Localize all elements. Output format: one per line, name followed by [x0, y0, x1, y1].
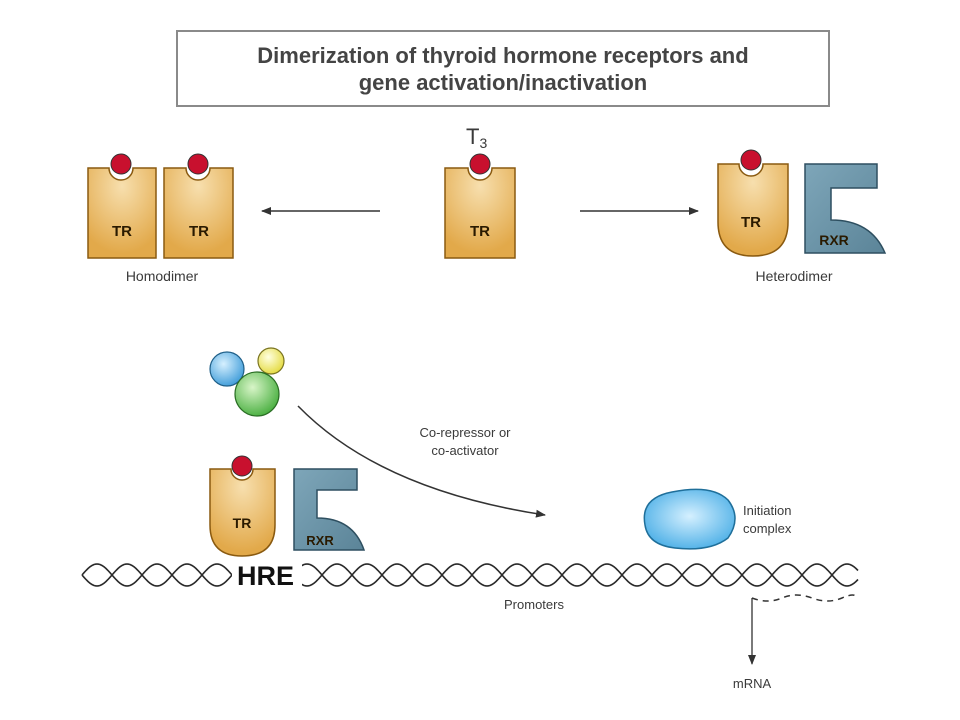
initiation-label-2: complex — [743, 521, 792, 536]
hormone-dot — [187, 153, 209, 175]
hormone-dot — [110, 153, 132, 175]
initiation-label-1: Initiation — [743, 503, 791, 518]
cofactor-cluster — [209, 347, 285, 417]
cofactor-arrow — [297, 405, 546, 518]
tr-label: TR — [741, 214, 761, 231]
center-tr: TR — [444, 153, 516, 259]
tr-label: TR — [112, 223, 132, 240]
dna-bound-rxr: RXR — [293, 468, 366, 551]
homodimer-tr-2: TR — [163, 153, 234, 259]
hormone-dot — [469, 153, 491, 175]
title-line-1: Dimerization of thyroid hormone receptor… — [257, 42, 749, 68]
tr-label: TR — [233, 515, 252, 531]
cofactor-blue — [209, 351, 245, 387]
tr-label: TR — [470, 223, 490, 240]
rxr-label: RXR — [306, 533, 334, 548]
homodimer-label: Homodimer — [126, 268, 199, 284]
t3-label: T3 — [466, 124, 487, 151]
transcript-line — [751, 594, 857, 602]
rxr-label: RXR — [819, 232, 849, 248]
homodimer-tr-1: TR — [87, 153, 157, 259]
hre-backdrop — [232, 560, 302, 588]
heterodimer-rxr: RXR — [804, 163, 887, 254]
initiation-complex — [643, 488, 736, 550]
tr-label: TR — [189, 223, 209, 240]
hormone-dot — [231, 455, 253, 477]
dna-helix — [81, 563, 859, 587]
title-line-2: gene activation/inactivation — [358, 69, 648, 95]
coregulator-label-1: Co-repressor or — [419, 425, 511, 440]
cofactor-yellow — [257, 347, 285, 375]
hre-label: HRE — [237, 561, 294, 591]
promoters-label: Promoters — [504, 597, 564, 612]
mrna-label: mRNA — [733, 676, 772, 691]
coregulator-label-2: co-activator — [431, 443, 499, 458]
heterodimer-tr: TR — [717, 149, 789, 257]
title-box: Dimerization of thyroid hormone receptor… — [176, 30, 830, 107]
cofactor-green — [234, 371, 280, 417]
dna-bound-tr: TR — [209, 455, 276, 557]
hormone-dot — [740, 149, 762, 171]
heterodimer-label: Heterodimer — [755, 268, 832, 284]
